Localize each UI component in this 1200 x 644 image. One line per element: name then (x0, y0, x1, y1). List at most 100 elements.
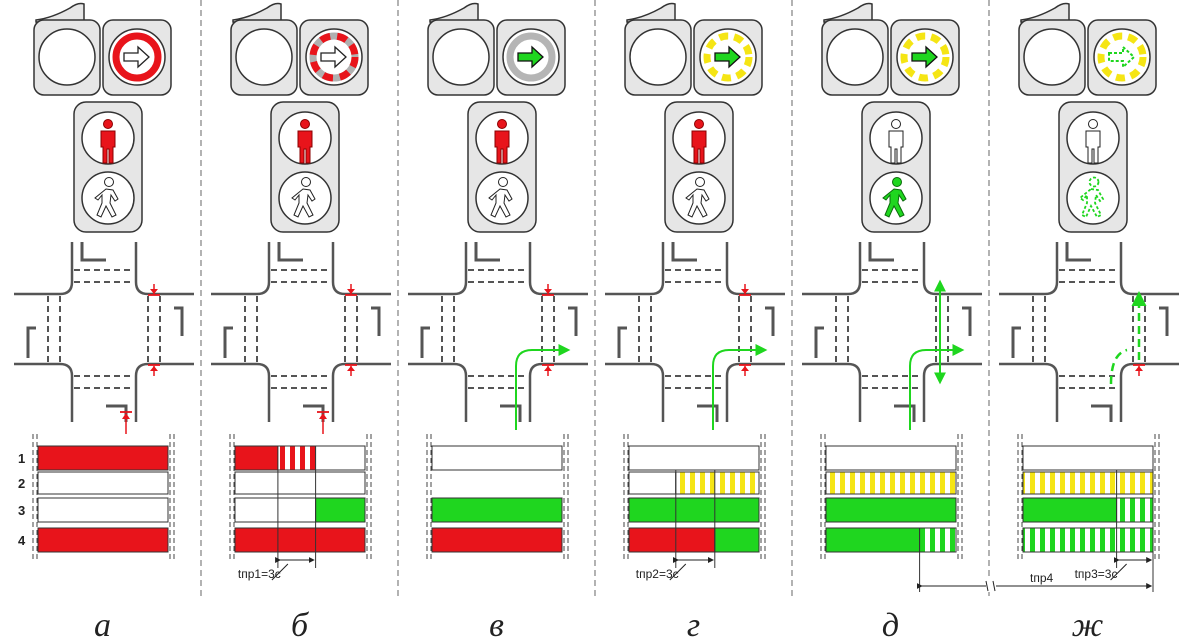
phase-timeline: tпр2=3с (623, 434, 766, 581)
arrow-lamp-ring (703, 32, 753, 82)
pedestrian-go-lamp (1066, 171, 1120, 225)
timeline-segment-row3 (315, 497, 366, 523)
panel-6: tпр3=3с ж (999, 2, 1179, 644)
panel-letter: д (882, 607, 899, 644)
timeline-segment-row3 (234, 497, 317, 523)
pedestrian-stop-marker (542, 284, 554, 296)
intersection-diagram (802, 242, 982, 430)
timeline-segment-row4 (234, 527, 366, 553)
timeline-segment-row1 (234, 445, 279, 471)
green-pedestrian-path-dashed (1109, 291, 1147, 385)
standing-person-icon (297, 119, 313, 164)
pedestrian-signal-head (467, 101, 537, 233)
road-edge (134, 362, 194, 422)
intersection-diagram (211, 242, 391, 434)
stop-line (1011, 326, 1021, 358)
phase-timeline (32, 434, 175, 562)
signal-visor (429, 2, 479, 23)
timeline-segment-row1 (37, 445, 169, 471)
vehicle-signal-head (1018, 2, 1157, 96)
panel-4: tпр2=3сг (605, 2, 785, 644)
timeline-segment-row2 (825, 471, 957, 495)
vehicle-signal-head (624, 2, 763, 96)
intersection-diagram (408, 242, 588, 430)
pedestrian-stop-marker (542, 364, 554, 376)
green-turn-path (515, 344, 571, 430)
timeline-segment-row4 (1022, 527, 1154, 553)
panel-1: а (14, 2, 194, 644)
stop-line (26, 326, 36, 358)
pedestrian-signal-head (861, 101, 931, 233)
main-lamp (235, 28, 293, 86)
approach-marker (120, 411, 132, 434)
row-label: 4 (18, 533, 26, 548)
standing-person-icon (494, 119, 510, 164)
main-lamp (826, 28, 884, 86)
pedestrian-stop-marker (345, 284, 357, 296)
road-edge (134, 242, 194, 296)
long-interval-label: tпр4 (1030, 571, 1054, 585)
timeline-segment-row4 (37, 527, 169, 553)
row-label: 1 (18, 451, 25, 466)
main-lamp (1023, 28, 1081, 86)
timeline-segment-row1 (825, 445, 957, 471)
timeline-segment-row1 (315, 445, 366, 471)
road-edge (802, 242, 862, 296)
interval-label: tпр3=3с (1075, 567, 1118, 581)
row-label: 2 (18, 476, 25, 491)
interval-annotation: tпр3=3с (1075, 470, 1154, 581)
interval-annotation: tпр2=3с (636, 470, 716, 581)
pedestrian-stop-marker (345, 364, 357, 376)
main-lamp (629, 28, 687, 86)
pedestrian-stop-marker (739, 364, 751, 376)
pedestrian-stop-marker (148, 364, 160, 376)
signal-visor (823, 2, 873, 23)
road-edge (331, 362, 391, 422)
stop-line (1065, 242, 1091, 262)
road-edge (802, 362, 862, 422)
stop-line (174, 306, 184, 336)
stop-line (671, 242, 697, 262)
green-turn-path (909, 344, 965, 430)
right-arrow-icon (1108, 44, 1136, 70)
road-edge (331, 242, 391, 296)
approach-marker (317, 411, 329, 434)
phase-timeline (426, 434, 569, 562)
road-edge (922, 362, 982, 422)
vehicle-signal-head (427, 2, 566, 96)
road-edge (14, 242, 74, 296)
road-edge (408, 242, 468, 296)
walking-person-icon (882, 177, 907, 218)
road-edge (528, 242, 588, 296)
timeline-segment-row2 (628, 471, 677, 495)
timeline-segment-row4 (919, 527, 957, 553)
road-edge (1119, 242, 1179, 296)
stop-line (1159, 306, 1169, 336)
vehicle-signal-head (33, 2, 172, 96)
timeline-segment-row4 (628, 527, 716, 553)
panel-2: tпр1=3сб (211, 2, 391, 644)
timeline-segment-row3 (37, 497, 169, 523)
stop-line (80, 242, 106, 262)
road-edge (922, 242, 982, 296)
interval-annotation: tпр1=3с (238, 470, 317, 581)
panel-5: д (802, 2, 982, 644)
timeline-segment-row1 (1022, 445, 1154, 471)
timeline-segment-row3 (628, 497, 760, 523)
stop-line (962, 306, 972, 336)
panel-letter: ж (1072, 607, 1104, 644)
road-edge (211, 242, 271, 296)
phase-timeline: tпр1=3с (229, 434, 372, 581)
road-edge (999, 362, 1059, 422)
vehicle-signal-head (821, 2, 960, 96)
arrow-lamp-ring (309, 32, 359, 82)
road-edge (211, 362, 271, 422)
stop-line (697, 404, 719, 422)
road-edge (605, 242, 665, 296)
stop-line (371, 306, 381, 336)
phase-timeline (820, 434, 963, 562)
stop-line (223, 326, 233, 358)
timeline-segment-row3 (1022, 497, 1118, 523)
timeline-segment-row3 (431, 497, 563, 523)
